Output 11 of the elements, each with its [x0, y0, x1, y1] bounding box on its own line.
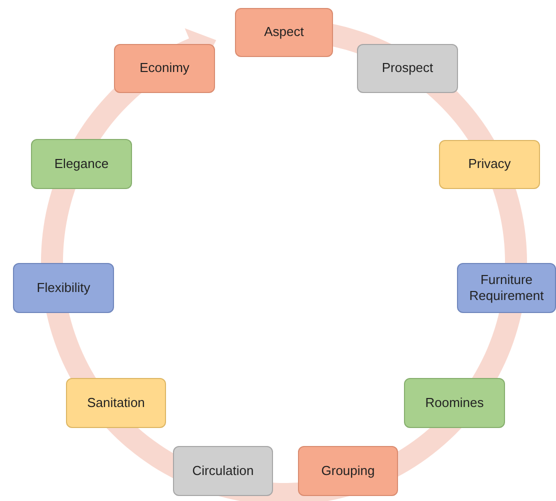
process-box: Elegance	[31, 139, 132, 189]
process-box: Privacy	[439, 140, 540, 189]
process-box: Circulation	[173, 446, 273, 496]
process-box: Aspect	[235, 8, 333, 57]
process-box: Prospect	[357, 44, 458, 93]
process-box: Furniture Requirement	[457, 263, 556, 313]
process-box: Econimy	[114, 44, 215, 93]
process-box: Grouping	[298, 446, 398, 496]
process-box: Roomines	[404, 378, 505, 428]
process-box: Sanitation	[66, 378, 166, 428]
process-box: Flexibility	[13, 263, 114, 313]
